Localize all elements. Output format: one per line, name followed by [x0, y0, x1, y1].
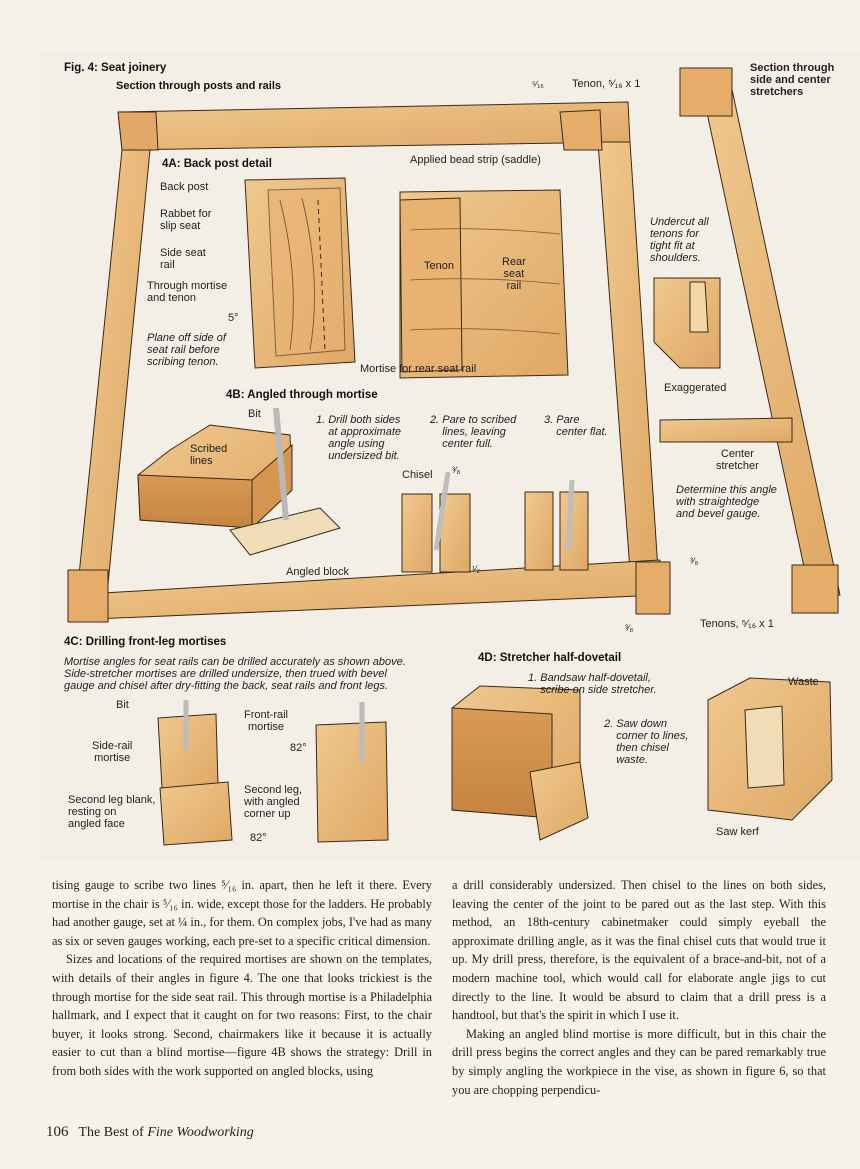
label-exaggerated: Exaggerated	[664, 382, 727, 394]
label-section-stretchers: Section through side and center stretche…	[750, 62, 835, 98]
body-paragraph: tising gauge to scribe two lines ⁵⁄₁₆ in…	[52, 878, 432, 948]
label-mortise-rear: Mortise for rear seat rail	[360, 363, 477, 375]
label-bit-4b: Bit	[248, 408, 261, 420]
book-prefix: The Best of	[78, 1125, 148, 1140]
label-applied-bead: Applied bead strip (saddle)	[410, 154, 541, 166]
label-tenon: Tenon	[424, 260, 454, 272]
label-second-leg: Second leg, with angled corner up	[244, 784, 303, 820]
label-waste: Waste	[788, 676, 819, 688]
label-plane-off: Plane off side of seat rail before scrib…	[147, 332, 226, 368]
label-back-post: Back post	[160, 181, 209, 193]
step-3-4b: 3. Pare center flat.	[544, 414, 608, 438]
angled-mortise-block	[137, 407, 589, 573]
caption-4c: Mortise angles for seat rails can be dri…	[64, 656, 406, 692]
label-angle-82b: 82°	[250, 832, 267, 844]
book-title: Fine Woodworking	[147, 1125, 254, 1140]
section-4b-title: 4B: Angled through mortise	[226, 389, 378, 401]
step-1-4b: 1. Drill both sides at approximate angle…	[316, 414, 401, 462]
label-chisel: Chisel	[402, 469, 433, 481]
page-number: 106	[46, 1124, 69, 1140]
label-tenon-top: Tenon, ⁵⁄₁₆ x 1	[572, 78, 641, 90]
label-tenon-top-dim: ⁵⁄₁₆	[532, 79, 544, 89]
label-through-mortise: Through mortise and tenon	[147, 280, 228, 304]
label-angled-block: Angled block	[286, 566, 349, 578]
section-4d-title: 4D: Stretcher half-dovetail	[478, 652, 622, 664]
label-undercut: Undercut all tenons for tight fit at sho…	[650, 216, 709, 264]
label-tenons-bottom: Tenons, ⁵⁄₁₆ x 1	[700, 618, 774, 630]
seat-frame	[67, 67, 841, 623]
half-dovetail	[451, 677, 833, 841]
figure-subtitle: Section through posts and rails	[116, 80, 282, 92]
step-1-4d: 1. Bandsaw half-dovetail, scribe on side…	[528, 672, 657, 696]
label-side-seat-rail: Side seat rail	[160, 247, 206, 271]
body-paragraph: Sizes and locations of the required mort…	[52, 952, 432, 1078]
label-5-degree: 5°	[228, 312, 239, 324]
label-determine-angle: Determine this angle with straightedge a…	[676, 484, 777, 520]
body-paragraph: a drill considerably undersized. Then ch…	[452, 878, 826, 1023]
label-scribed-lines: Scribed lines	[190, 443, 228, 467]
step-2-4d: 2. Saw down corner to lines, then chisel…	[604, 718, 689, 766]
label-center-stretcher: Center stretcher	[716, 448, 759, 472]
seat-joinery-illustration	[67, 67, 841, 846]
section-4c-title: 4C: Drilling front-leg mortises	[64, 636, 227, 648]
label-second-leg-blank: Second leg blank, resting on angled face	[68, 794, 156, 830]
figure-4: Fig. 4: Seat joinery Section through pos…	[40, 50, 860, 860]
label-dim-12: ¹⁄₂	[472, 564, 480, 574]
body-column-left: tising gauge to scribe two lines ⁵⁄₁₆ in…	[52, 876, 432, 1081]
body-paragraph: Making an angled blind mortise is more d…	[452, 1026, 826, 1097]
label-angle-82a: 82°	[290, 742, 307, 754]
label-rabbet: Rabbet for slip seat	[160, 208, 212, 232]
label-saw-kerf: Saw kerf	[716, 826, 759, 838]
label-dim-right: ³⁄₈	[690, 556, 699, 566]
back-post-detail	[244, 177, 569, 379]
page-footer: 106 The Best of Fine Woodworking	[46, 1124, 254, 1141]
label-dim-38: ³⁄₈	[452, 465, 461, 475]
body-column-right: a drill considerably undersized. Then ch…	[452, 876, 826, 1099]
label-side-rail-mortise: Side-rail mortise	[92, 740, 133, 764]
section-4a-title: 4A: Back post detail	[162, 158, 272, 170]
drilling-front-leg	[157, 700, 389, 846]
label-front-rail-mortise: Front-rail mortise	[244, 709, 289, 733]
figure-title: Fig. 4: Seat joinery	[64, 62, 167, 74]
label-bit-4c: Bit	[116, 699, 129, 711]
label-rear-seat-rail: Rear seat rail	[502, 256, 526, 292]
label-dim-bottom: ³⁄₈	[625, 623, 634, 633]
step-2-4b: 2. Pare to scribed lines, leaving center…	[430, 414, 517, 450]
